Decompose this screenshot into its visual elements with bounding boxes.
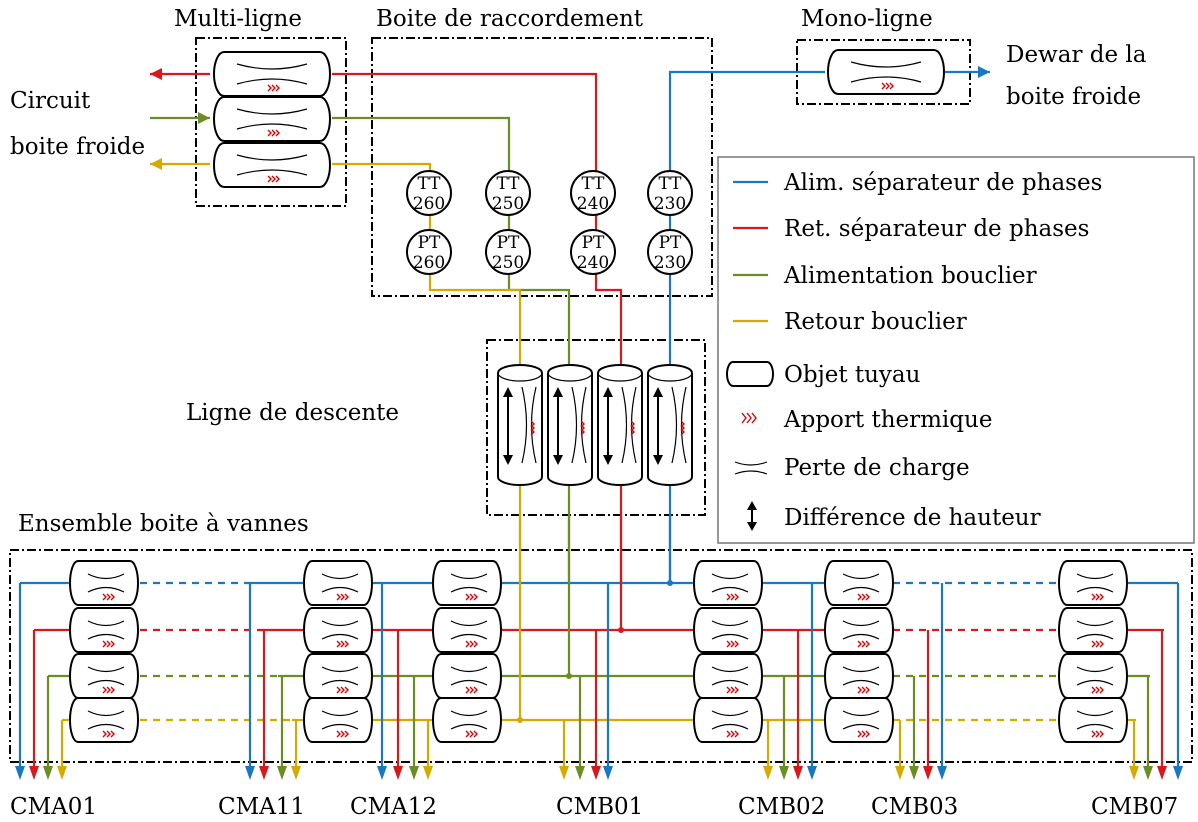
svg-text:Alimentation bouclier: Alimentation bouclier	[783, 263, 1037, 289]
valve-pipe	[693, 653, 763, 699]
valve-pipe	[1058, 697, 1128, 743]
valve-pipe	[432, 560, 502, 606]
legend-item-pressure: Perte de charge	[734, 455, 970, 481]
pipe-icon	[726, 361, 774, 387]
svg-text:PT: PT	[582, 233, 605, 253]
valve-pipe	[1058, 560, 1128, 606]
svg-text:260: 260	[413, 194, 445, 214]
outlet-cmb01: CMB01	[556, 794, 643, 820]
valve-pipe	[432, 697, 502, 743]
boite-raccordement-box	[371, 37, 713, 297]
svg-text:Objet tuyau: Objet tuyau	[784, 362, 920, 388]
dewar-label-2: boite froide	[1006, 84, 1141, 110]
heat-icon	[741, 412, 757, 424]
descente-pipes	[497, 364, 693, 486]
valve-pipe	[432, 607, 502, 653]
valve-pipe	[824, 697, 894, 743]
valve-pipe	[69, 607, 139, 653]
valve-pipe	[693, 560, 763, 606]
svg-text:Ret. séparateur de phases: Ret. séparateur de phases	[784, 216, 1089, 242]
legend-item-gold: Retour bouclier	[733, 309, 967, 335]
valve-pipe	[303, 697, 373, 743]
svg-text:Alim. séparateur de phases: Alim. séparateur de phases	[783, 170, 1102, 196]
svg-text:250: 250	[492, 194, 524, 214]
valve-pipe	[824, 560, 894, 606]
svg-text:230: 230	[654, 194, 686, 214]
svg-text:Apport thermique: Apport thermique	[783, 407, 992, 433]
svg-text:240: 240	[577, 194, 609, 214]
boite-raccordement-label: Boite de raccordement	[376, 6, 644, 32]
svg-text:TT: TT	[659, 174, 683, 194]
dewar-label-1: Dewar de la	[1006, 42, 1147, 68]
valve-pipe	[1058, 607, 1128, 653]
outlet-cma01: CMA01	[10, 794, 97, 820]
valve-pipe	[693, 697, 763, 743]
svg-text:TT: TT	[497, 174, 521, 194]
legend-item-blue: Alim. séparateur de phases	[733, 170, 1102, 196]
outlet-cmb03: CMB03	[871, 794, 958, 820]
legend-item-red: Ret. séparateur de phases	[733, 216, 1089, 242]
valve-pipe	[69, 560, 139, 606]
svg-text:Perte de charge: Perte de charge	[784, 455, 970, 481]
ensemble-vannes-box	[9, 549, 1193, 763]
outlet-labels: CMA01 CMA11 CMA12 CMB01 CMB02 CMB03 CMB0…	[10, 794, 1178, 820]
valve-pipe	[432, 653, 502, 699]
mono-ligne-pipe	[827, 49, 945, 95]
svg-text:Différence de hauteur: Différence de hauteur	[784, 505, 1041, 531]
valve-pipe	[303, 560, 373, 606]
valve-pipe	[824, 607, 894, 653]
valve-pipe	[824, 653, 894, 699]
svg-text:PT: PT	[659, 233, 682, 253]
circuit-label-2: boite froide	[10, 134, 145, 160]
valve-pipe	[693, 607, 763, 653]
svg-text:230: 230	[654, 253, 686, 273]
multi-ligne-box	[195, 37, 347, 207]
mono-ligne-label: Mono-ligne	[801, 6, 933, 32]
valve-pipe	[303, 653, 373, 699]
legend-item-heat: Apport thermique	[741, 407, 992, 433]
circuit-label-1: Circuit	[10, 88, 91, 114]
svg-text:TT: TT	[582, 174, 606, 194]
outlet-cma11: CMA11	[218, 794, 305, 820]
height-arrow-icon	[747, 501, 757, 531]
svg-text:PT: PT	[497, 233, 520, 253]
ligne-descente-label: Ligne de descente	[186, 400, 399, 426]
svg-text:260: 260	[413, 253, 445, 273]
svg-text:240: 240	[577, 253, 609, 273]
outlet-cmb07: CMB07	[1091, 794, 1178, 820]
legend-item-pipe: Objet tuyau	[726, 361, 920, 388]
svg-text:Retour bouclier: Retour bouclier	[784, 309, 967, 335]
multi-ligne-label: Multi-ligne	[174, 6, 302, 32]
svg-text:250: 250	[492, 253, 524, 273]
legend-item-height: Différence de hauteur	[747, 501, 1041, 531]
ensemble-vannes-label: Ensemble boite à vannes	[18, 511, 309, 537]
ligne-descente-box	[486, 339, 706, 516]
vannes-section	[15, 515, 1183, 780]
valve-pipe	[1058, 653, 1128, 699]
multi-ligne-pipes	[213, 51, 331, 188]
outlet-cma12: CMA12	[350, 794, 437, 820]
legend: Alim. séparateur de phases Ret. séparate…	[717, 156, 1195, 544]
valve-pipe	[69, 697, 139, 743]
outlet-cmb02: CMB02	[738, 794, 825, 820]
legend-item-olive: Alimentation bouclier	[733, 263, 1037, 289]
valve-pipe	[69, 653, 139, 699]
pressure-drop-icon	[734, 461, 768, 475]
valve-pipe	[303, 607, 373, 653]
svg-text:PT: PT	[418, 233, 441, 253]
svg-text:TT: TT	[418, 174, 442, 194]
